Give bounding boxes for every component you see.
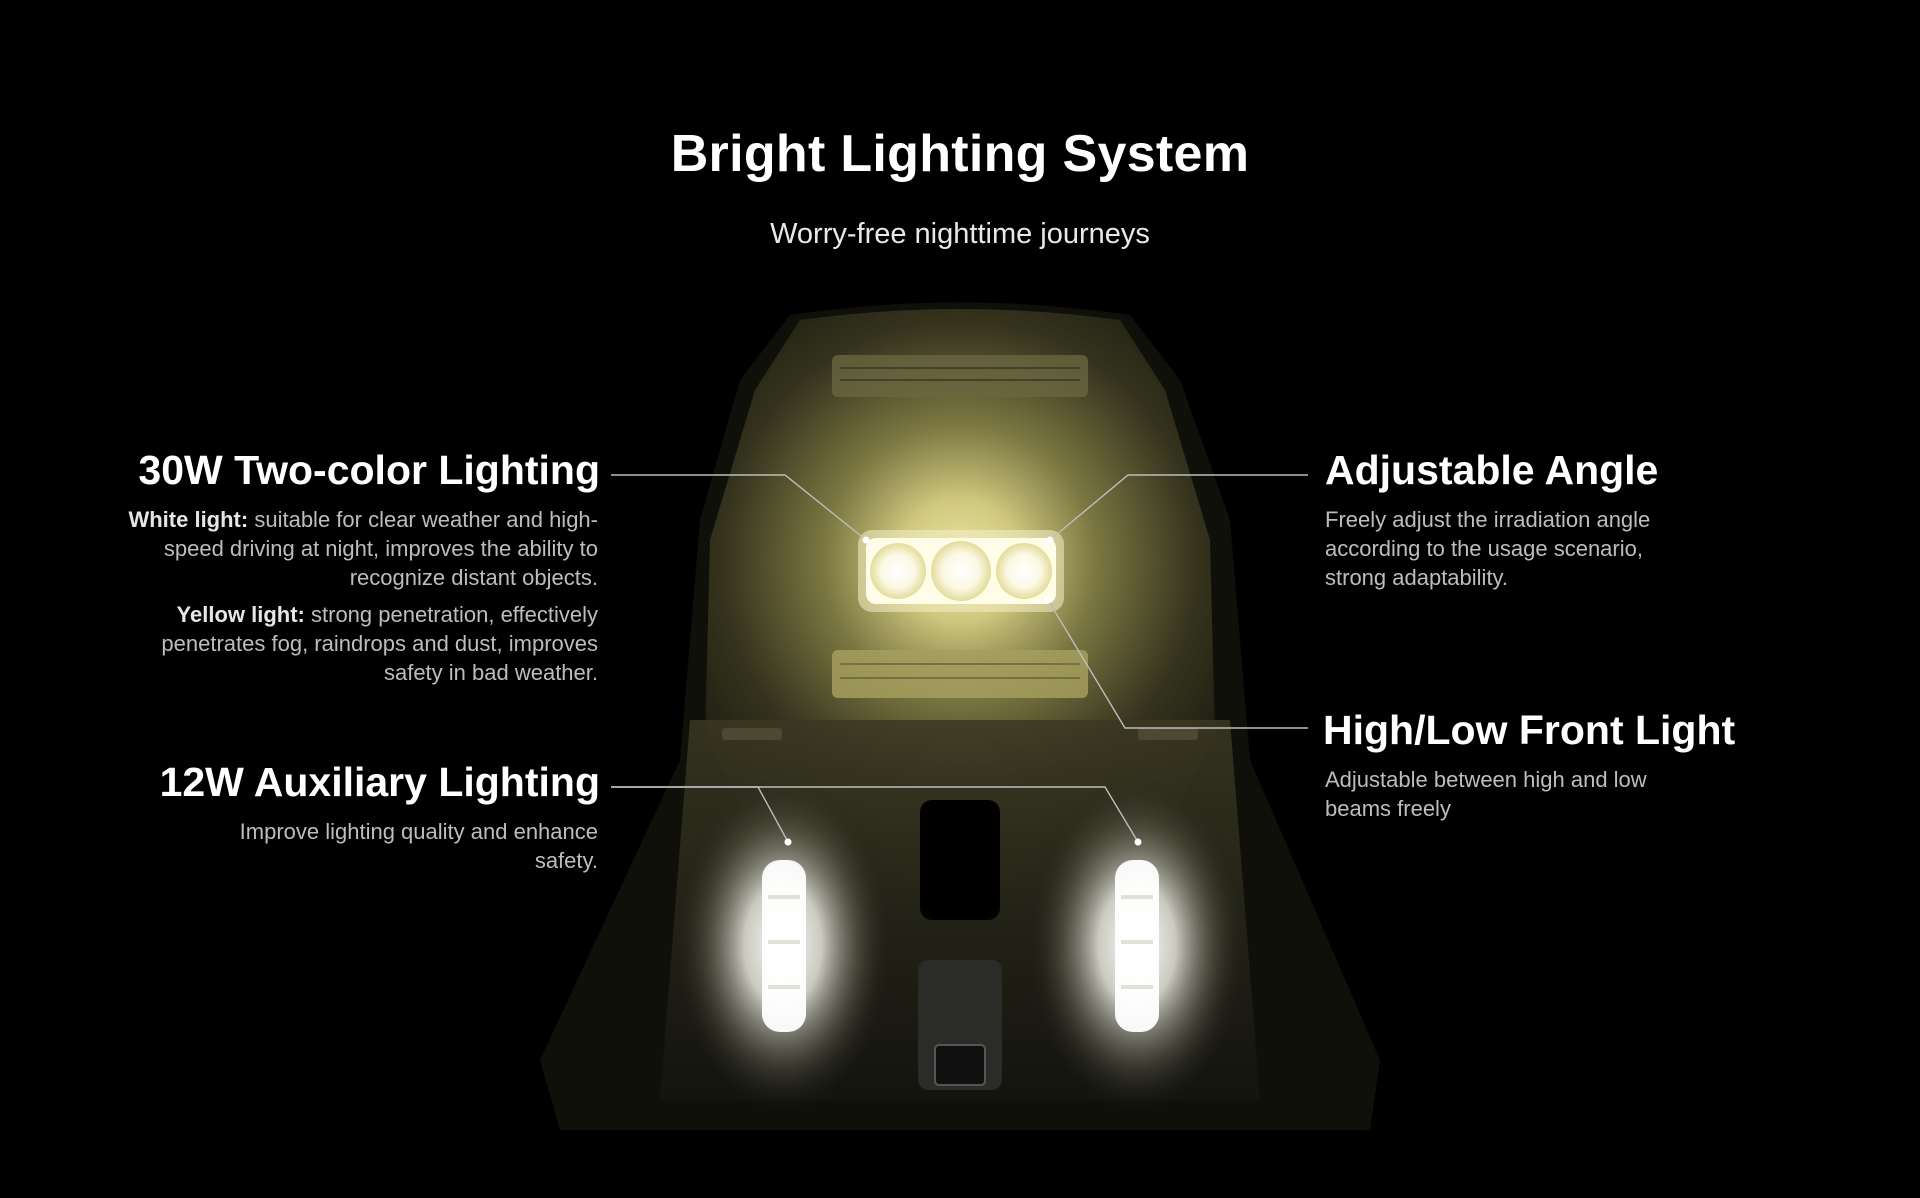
yellow-light-label: Yellow light: <box>176 602 305 627</box>
aux-light-right <box>1027 775 1247 1115</box>
leader-line-front-light <box>1047 599 1308 729</box>
two-color-lighting-heading: 30W Two-color Lighting <box>138 447 600 493</box>
front-light-text: Adjustable between high and low beams fr… <box>1325 767 1647 821</box>
aux-light-left <box>673 775 893 1115</box>
front-light-heading: High/Low Front Light <box>1323 707 1736 753</box>
leader-line-aux-right <box>611 786 1139 843</box>
yellow-light-description: Yellow light: strong penetration, effect… <box>128 600 598 687</box>
callout-leader-lines <box>611 474 1308 843</box>
white-light-description: White light: suitable for clear weather … <box>128 505 598 592</box>
yellow-light-text: strong penetration, effectively penetrat… <box>161 602 598 685</box>
adjustable-angle-heading: Adjustable Angle <box>1325 447 1659 493</box>
white-light-label: White light: <box>128 507 249 532</box>
auxiliary-lighting-text: Improve lighting quality and enhance saf… <box>239 819 598 873</box>
page-subtitle: Worry-free nighttime journeys <box>770 218 1150 250</box>
adjustable-angle-text: Freely adjust the irradiation angle acco… <box>1325 507 1651 590</box>
leader-line-angle <box>1049 474 1308 541</box>
auxiliary-lighting-heading: 12W Auxiliary Lighting <box>159 759 600 805</box>
page-title: Bright Lighting System <box>670 125 1250 183</box>
main-headlight <box>858 530 1064 612</box>
white-light-text: suitable for clear weather and high-spee… <box>163 507 598 590</box>
scooter-body <box>540 302 1380 1130</box>
callout-anchor-dots <box>784 536 1142 846</box>
leader-line-two-color <box>611 474 867 541</box>
